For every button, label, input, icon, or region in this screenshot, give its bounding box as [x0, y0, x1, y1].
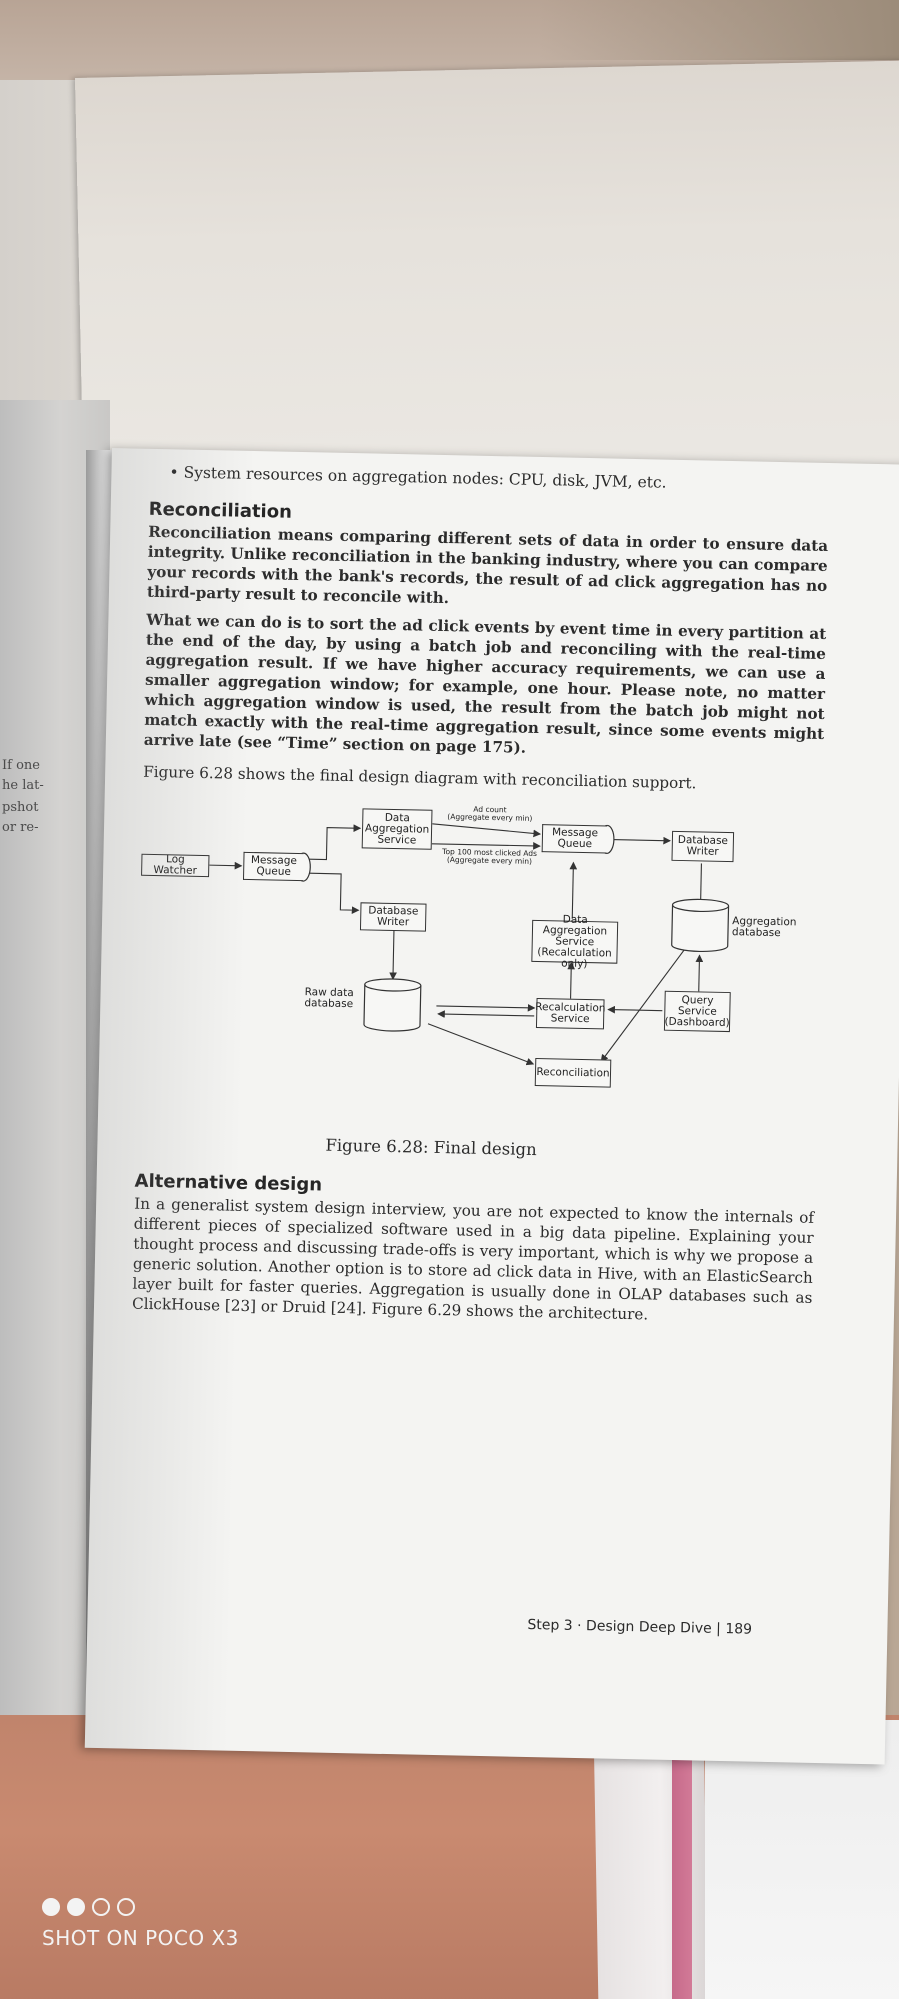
dot-outline-icon	[92, 1898, 110, 1916]
arrow-queue-to-dbwriter	[309, 872, 360, 914]
recalculation-service-node: Recalculation Service	[535, 998, 606, 1030]
left-page-fragment: he lat-	[2, 778, 44, 793]
arrow-log-to-queue	[209, 861, 243, 870]
reconciliation-node: Reconciliation	[534, 1057, 612, 1088]
paragraph-3: Figure 6.28 shows the final design diagr…	[143, 762, 697, 793]
bullet-item: • System resources on aggregation nodes:…	[169, 463, 667, 492]
arrow-query-to-aggdb	[695, 954, 704, 992]
arrow-queue2-to-dbwriter2	[611, 836, 671, 845]
message-queue-2-node: Message Queue	[541, 824, 608, 854]
aggdb-cylinder-top	[671, 898, 730, 913]
bottom-card-stripe	[672, 1722, 692, 1999]
left-page-fragment: pshot	[2, 800, 39, 815]
background-shadow	[539, 0, 899, 60]
bullet-text: System resources on aggregation nodes: C…	[183, 463, 667, 492]
arrow-aggdb-to-reconciliation	[600, 944, 689, 1063]
watermark-dots	[42, 1898, 239, 1916]
back-page	[75, 60, 899, 498]
final-design-diagram: Log Watcher Message Queue Data Aggregati…	[136, 794, 823, 1138]
log-watcher-node: Log Watcher	[141, 853, 210, 878]
arrow-query-to-recalc	[607, 1005, 663, 1014]
paragraph-1: Reconciliation means comparing different…	[146, 522, 829, 608]
ad-count-label: Ad count (Aggregate every min)	[447, 804, 533, 823]
database-writer-1-node: Database Writer	[359, 902, 427, 932]
book-page: • System resources on aggregation nodes:…	[84, 448, 899, 1765]
arrow-rawdb-to-recalc	[436, 1003, 536, 1012]
camera-watermark: SHOT ON POCO X3	[42, 1898, 239, 1950]
arrow-queue-to-aggregation	[309, 824, 362, 861]
dot-outline-icon	[117, 1898, 135, 1916]
data-aggregation-recalc-node: Data Aggregation Service (Recalculation …	[531, 913, 619, 970]
raw-data-database-label: Raw data database	[304, 986, 354, 1011]
query-service-node: Query Service (Dashboard)	[663, 990, 731, 1033]
rawdb-cylinder-body	[363, 984, 422, 1032]
paragraph-2: What we can do is to sort the ad click e…	[143, 610, 827, 757]
message-queue-1-node: Message Queue	[242, 851, 304, 882]
paragraph-4: In a generalist system design interview,…	[131, 1194, 815, 1324]
dot-icon	[67, 1898, 85, 1916]
aggdb-cylinder-body	[671, 904, 730, 953]
left-page-fragment: If one	[2, 758, 40, 773]
arrow-top100	[431, 842, 541, 850]
page-content: • System resources on aggregation nodes:…	[132, 463, 830, 1340]
arrow-recalc-to-rawdb	[437, 1010, 535, 1018]
figure-caption: Figure 6.28: Final design	[325, 1135, 537, 1160]
arrow-dbwriter2-to-aggdb	[696, 863, 705, 907]
rawdb-cylinder-top	[364, 978, 422, 992]
database-writer-2-node: Database Writer	[671, 830, 735, 863]
watermark-text: SHOT ON POCO X3	[42, 1926, 239, 1950]
arrow-recalc-to-queue2	[569, 861, 578, 919]
top100-label: Top 100 most clicked Ads (Aggregate ever…	[442, 847, 538, 866]
page-footer: Step 3 · Design Deep Dive | 189	[527, 1616, 753, 1638]
arrow-dbwriter-to-rawdb	[389, 928, 397, 981]
arrow-adcount	[432, 823, 542, 838]
arrow-recalcservice-to-agg	[567, 961, 576, 999]
aggregation-database-label: Aggregation database	[731, 915, 797, 940]
bottom-right-paper	[705, 1720, 899, 1999]
arrow-rawdb-to-reconciliation	[427, 1023, 535, 1066]
data-aggregation-service-node: Data Aggregation Service	[361, 808, 433, 850]
left-page-fragment: or re-	[2, 820, 39, 835]
dot-icon	[42, 1898, 60, 1916]
